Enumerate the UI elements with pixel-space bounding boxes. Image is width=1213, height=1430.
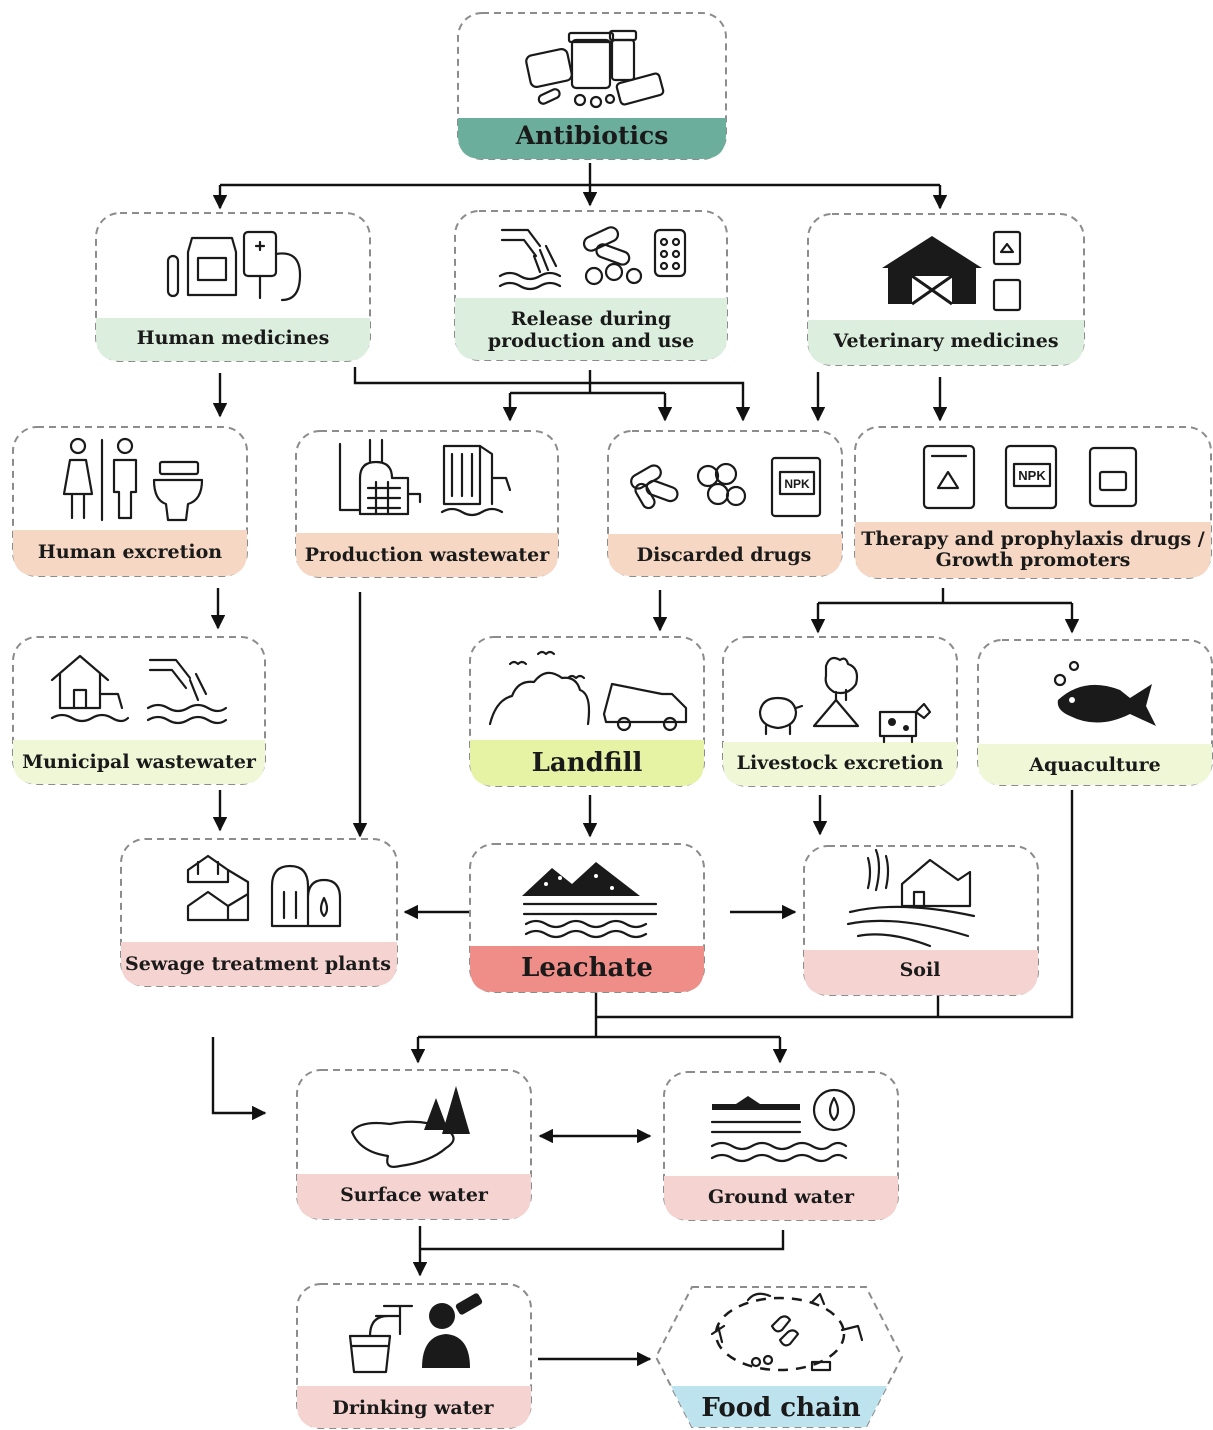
human-medicines-label: Human medicines bbox=[137, 327, 330, 349]
lake-trees-icon bbox=[350, 1086, 470, 1168]
node-landfill: Landfill bbox=[469, 636, 705, 787]
antibiotics-label: Antibiotics bbox=[515, 121, 669, 150]
node-ground-water: Ground water bbox=[663, 1071, 899, 1221]
node-discarded-drugs: NPK Discarded drugs bbox=[607, 430, 843, 577]
node-drinking-water: Drinking water bbox=[296, 1283, 532, 1429]
tap-drinking-person-icon bbox=[348, 1293, 483, 1374]
ground-water-label: Ground water bbox=[708, 1186, 855, 1208]
connector-aquaculture-drop bbox=[596, 790, 1074, 1019]
landfill-label: Landfill bbox=[532, 748, 643, 778]
npk-badge-therapy: NPK bbox=[1018, 468, 1046, 483]
therapy-label-line2: Growth promoters bbox=[936, 549, 1131, 571]
node-antibiotics: Antibiotics bbox=[457, 12, 727, 160]
livestock-excretion-label: Livestock excretion bbox=[737, 752, 944, 774]
municipal-wastewater-label: Municipal wastewater bbox=[22, 751, 257, 773]
feed-bags-icon bbox=[922, 444, 1138, 510]
release-label-line1: Release during bbox=[511, 308, 671, 330]
veterinary-medicines-label: Veterinary medicines bbox=[832, 330, 1058, 352]
node-therapy-prophylaxis: NPK Therapy and prophylaxis drugs / Grow… bbox=[854, 426, 1212, 579]
node-release: Release during production and use bbox=[454, 210, 728, 361]
factory-tank-icon bbox=[338, 438, 512, 517]
surface-water-label: Surface water bbox=[340, 1184, 489, 1206]
pills-pack-icon bbox=[630, 456, 822, 518]
pill-bottles-icon bbox=[525, 29, 665, 109]
node-sewage-treatment-plants: Sewage treatment plants bbox=[120, 838, 398, 987]
medicine-bag-iv-icon bbox=[166, 230, 302, 302]
node-aquaculture: Aquaculture bbox=[977, 639, 1213, 786]
leachate-layers-icon bbox=[522, 862, 658, 939]
farm-animals-icon bbox=[758, 656, 932, 744]
release-label-line2: production and use bbox=[488, 330, 694, 352]
aquaculture-label: Aquaculture bbox=[1028, 754, 1160, 776]
node-surface-water: Surface water bbox=[296, 1069, 532, 1220]
therapy-label-line1: Therapy and prophylaxis drugs / bbox=[861, 528, 1205, 550]
discharge-pipe-pills-icon bbox=[498, 226, 687, 291]
connector-human-release-bus bbox=[353, 367, 751, 422]
food-chain-cycle-icon bbox=[710, 1292, 864, 1372]
discarded-drugs-label: Discarded drugs bbox=[637, 544, 812, 566]
node-municipal-wastewater: Municipal wastewater bbox=[12, 636, 266, 785]
node-veterinary-medicines: Veterinary medicines bbox=[807, 213, 1085, 366]
npk-badge-discarded: NPK bbox=[784, 477, 810, 491]
node-production-wastewater: Production wastewater bbox=[295, 430, 559, 578]
connector-ground-to-drinking bbox=[420, 1230, 785, 1251]
restroom-toilet-icon bbox=[62, 437, 204, 522]
drinking-water-label: Drinking water bbox=[332, 1397, 494, 1419]
leachate-label: Leachate bbox=[521, 953, 653, 983]
connectors bbox=[210, 163, 1080, 1367]
human-excretion-label: Human excretion bbox=[38, 541, 222, 563]
groundwater-drop-icon bbox=[710, 1088, 856, 1163]
node-livestock-excretion: Livestock excretion bbox=[722, 636, 958, 787]
barn-icon bbox=[882, 230, 1022, 312]
node-food-chain: Food chain bbox=[654, 1286, 904, 1428]
node-human-medicines: Human medicines bbox=[95, 212, 371, 362]
food-chain-label: Food chain bbox=[701, 1393, 860, 1423]
farm-field-icon bbox=[846, 848, 976, 948]
fish-icon bbox=[1053, 660, 1156, 726]
node-soil: Soil bbox=[803, 845, 1039, 996]
connector-stp-to-surface bbox=[211, 1037, 267, 1121]
soil-label: Soil bbox=[900, 959, 941, 981]
production-wastewater-label: Production wastewater bbox=[305, 544, 550, 566]
sewage-treatment-plants-label: Sewage treatment plants bbox=[125, 953, 391, 975]
landfill-truck-icon bbox=[488, 650, 688, 732]
node-leachate: Leachate bbox=[469, 843, 705, 993]
node-human-excretion: Human excretion bbox=[12, 426, 248, 577]
treatment-plant-icon bbox=[186, 854, 342, 928]
house-pipe-icon bbox=[50, 654, 228, 725]
